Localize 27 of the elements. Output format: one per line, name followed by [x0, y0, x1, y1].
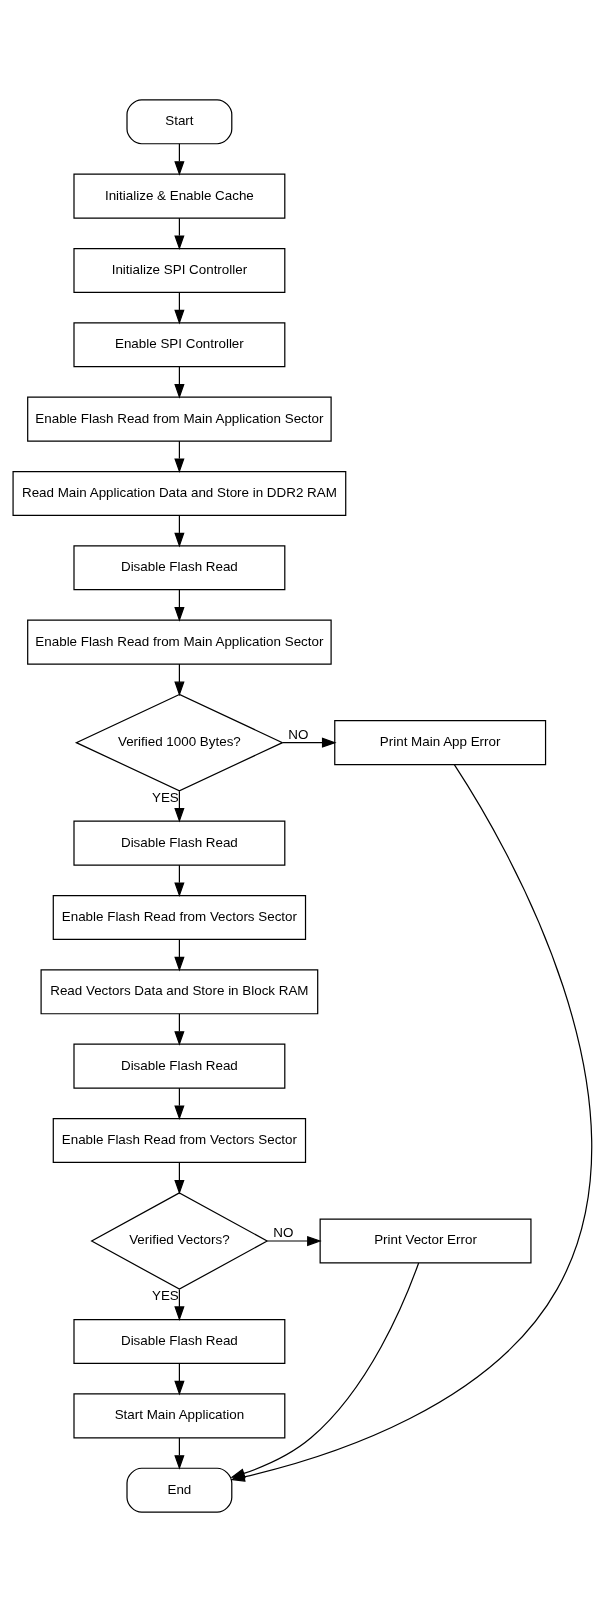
node-box: Disable Flash Read	[73, 1318, 286, 1364]
node-box: Print Main App Error	[334, 719, 547, 765]
node-box: Read Main Application Data and Store in DDR2 RAM	[12, 470, 347, 516]
node-box: Enable Flash Read from Vectors Sector	[52, 1117, 307, 1163]
node-box: Start Main Application	[73, 1392, 286, 1438]
node-box: Enable Flash Read from Vectors Sector	[52, 894, 307, 940]
node-box: End	[126, 1467, 233, 1513]
node-box: Start	[126, 98, 233, 144]
node-box: Initialize & Enable Cache	[73, 173, 286, 219]
edge-label: YES	[151, 789, 179, 805]
node-box: Print Vector Error	[319, 1217, 532, 1264]
edge-label: NO	[288, 726, 309, 742]
node-box: Enable SPI Controller	[73, 321, 286, 367]
node-box: Disable Flash Read	[73, 1043, 286, 1089]
node-box: Enable Flash Read from Main Application Sector	[27, 619, 332, 665]
node-diamond: Verified Vectors?	[90, 1191, 269, 1290]
node-diamond: Verified 1000 Bytes?	[74, 693, 284, 791]
node-box: Initialize SPI Controller	[73, 247, 286, 293]
node-box: Read Vectors Data and Store in Block RAM	[40, 968, 319, 1014]
edge-label: NO	[273, 1224, 294, 1240]
arrow	[282, 737, 337, 748]
node-box: Disable Flash Read	[73, 820, 286, 866]
arrow	[230, 1261, 420, 1478]
node-box: Disable Flash Read	[73, 544, 286, 590]
arrow	[266, 1235, 322, 1246]
edge-label: YES	[151, 1287, 179, 1303]
node-box: Enable Flash Read from Main Application Sector	[27, 396, 332, 442]
